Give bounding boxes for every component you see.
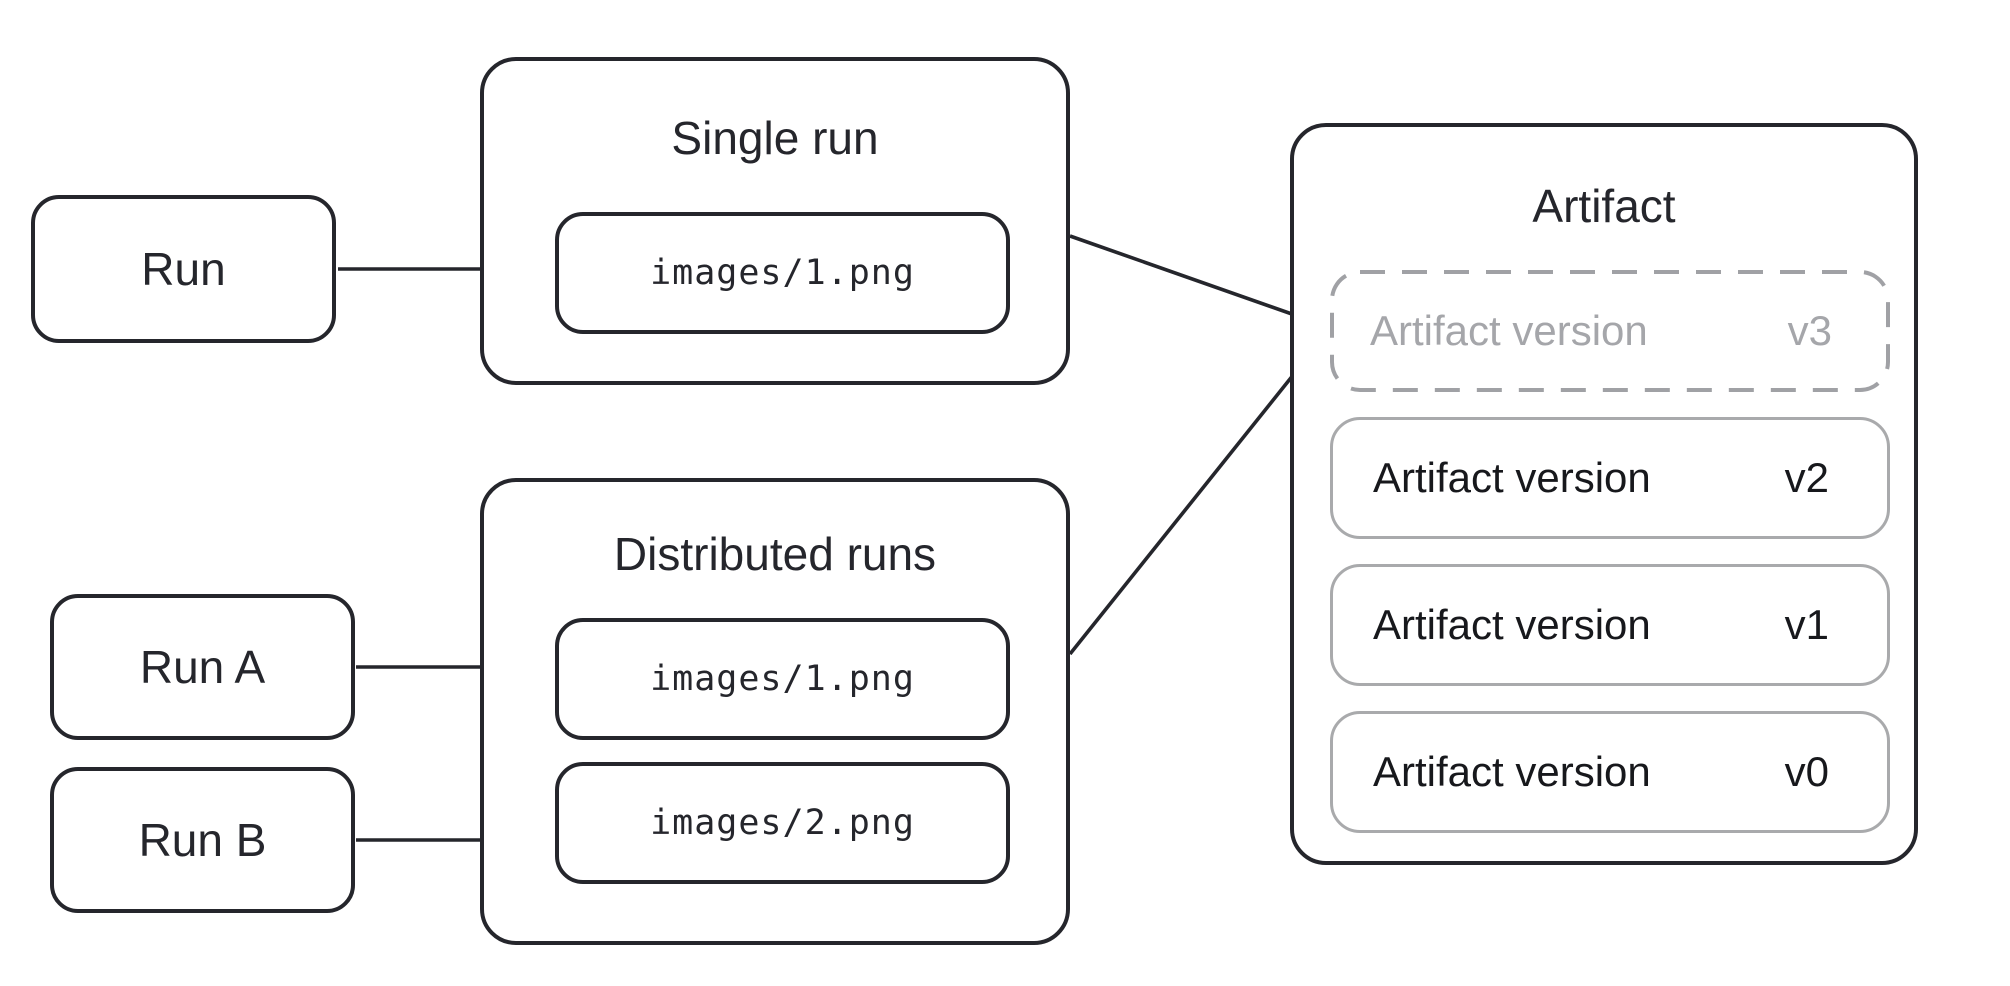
- single-run-file-box: images/1.png: [555, 212, 1010, 334]
- single-run-group-title: Single run: [671, 112, 879, 164]
- run-a-node: Run A: [50, 594, 355, 740]
- run-node-label: Run: [141, 243, 226, 295]
- artifact-version-row-v1: Artifact version v1: [1330, 564, 1890, 686]
- artifact-version-row-v0: Artifact version v0: [1330, 711, 1890, 833]
- distributed-runs-file-box-2: images/2.png: [555, 762, 1010, 884]
- distributed-runs-file-box-1: images/1.png: [555, 618, 1010, 740]
- arrow-distributed-runs-to-artifact-version: [1068, 331, 1328, 656]
- artifact-version-label: Artifact version: [1373, 601, 1651, 648]
- artifact-version-row-v3: Artifact version v3: [1330, 270, 1890, 392]
- distributed-runs-group-title: Distributed runs: [613, 528, 937, 580]
- run-node: Run: [31, 195, 336, 343]
- run-b-node: Run B: [50, 767, 355, 913]
- artifact-version-tag: v1: [1784, 601, 1829, 648]
- artifact-group-title: Artifact: [1532, 180, 1676, 232]
- artifact-version-tag: v3: [1787, 307, 1832, 354]
- run-b-node-label: Run B: [138, 814, 267, 866]
- arrow-single-run-to-artifact-version: [1069, 234, 1329, 335]
- artifact-version-tag: v0: [1784, 748, 1829, 795]
- run-a-node-label: Run A: [139, 641, 266, 693]
- artifact-version-tag: v2: [1784, 454, 1829, 501]
- artifact-version-label: Artifact version: [1373, 454, 1651, 501]
- artifact-version-label: Artifact version: [1370, 307, 1648, 354]
- artifact-version-label: Artifact version: [1373, 748, 1651, 795]
- artifact-version-row-v2: Artifact version v2: [1330, 417, 1890, 539]
